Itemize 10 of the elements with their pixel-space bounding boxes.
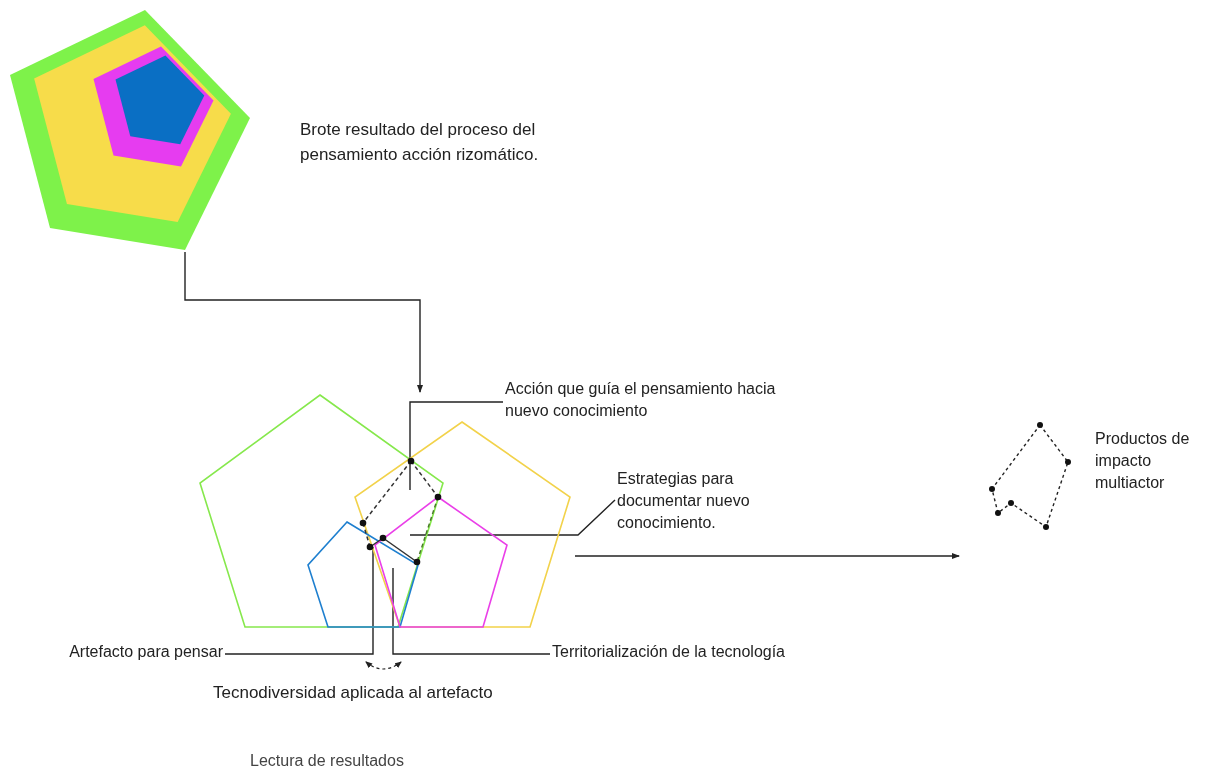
arrow bbox=[184, 251, 423, 393]
callout-text: Territorialización de la tecnología bbox=[552, 641, 852, 663]
callout-text: Estrategias para documentar nuevo conocimiento. bbox=[617, 468, 807, 534]
callout-text: Acción que guía el pensamiento hacia nuevo conocimiento bbox=[505, 378, 785, 422]
label-text: Tecnodiversidad aplicada al artefacto bbox=[213, 682, 493, 704]
arrow bbox=[574, 553, 960, 559]
callout-text: Productos de impacto multiactor bbox=[1095, 429, 1190, 493]
callout-text: Brote resultado del proceso del pensamiento acción rizomático. bbox=[300, 119, 540, 166]
caption: Lectura de resultados bbox=[250, 751, 404, 771]
callout-text: Artefacto para pensar bbox=[20, 641, 223, 663]
